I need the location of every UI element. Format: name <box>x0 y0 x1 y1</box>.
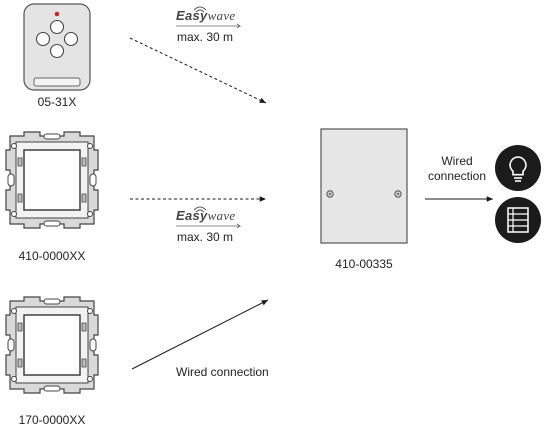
switch-frame-wired <box>5 296 99 394</box>
switch-rf-label: 410-0000XX <box>18 249 86 263</box>
rf-link-top-line <box>129 37 267 104</box>
switch-frame-rf <box>5 131 99 229</box>
easywave-logo-top: Easywave <box>176 8 236 23</box>
range-label-mid: max. 30 m <box>177 230 234 244</box>
wired-output-line2: connection <box>427 169 487 183</box>
receiver-label: 410-00335 <box>335 257 393 271</box>
light-bulb-icon <box>495 145 541 191</box>
brand-underline-arrow <box>176 223 242 229</box>
wired-link-bottom-line <box>131 299 269 370</box>
shutter-blind-icon <box>495 197 541 243</box>
brand-underline-arrow <box>176 23 242 29</box>
radio-wave-icon <box>193 206 207 213</box>
wired-output-label: Wired connection <box>424 154 490 184</box>
receiver-box <box>320 128 408 244</box>
easywave-logo-mid: Easywave <box>176 208 236 223</box>
wired-connection-label: Wired connection <box>176 365 269 379</box>
switch-wired-label: 170-0000XX <box>18 413 86 427</box>
wired-output-line1: Wired <box>441 154 473 168</box>
range-label-top: max. 30 m <box>177 30 234 44</box>
radio-wave-icon <box>193 6 207 13</box>
remote-control-device <box>23 3 91 91</box>
remote-label: 05-31X <box>37 95 77 109</box>
